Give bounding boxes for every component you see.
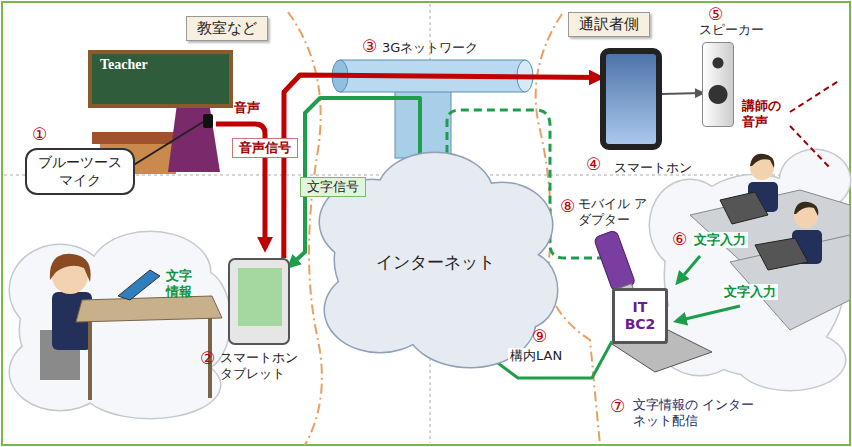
node-label: IT BC2 [622,299,658,334]
callout-number: ⑦ [610,396,625,417]
speaker-device: スピーカー [702,42,734,127]
device-caption: スピーカー [699,22,764,38]
text-label: 3Gネットワーク [382,40,478,56]
region-header: 教室など [186,16,268,41]
callout-number: ⑧ [560,196,575,217]
device-caption: スマートホン [614,160,692,176]
sound-lines [790,80,840,168]
text-label: 講師の 音声 [742,98,786,131]
callout-number: ③ [362,36,377,57]
node-label: ブルーツース マイク [35,154,125,189]
text-label: 音声 [234,100,260,116]
text-label: 文字入力 [692,232,748,248]
callout-number: ⑨ [532,326,547,347]
text-label: 構内LAN [508,348,564,364]
smartphone-device: スマートホン [600,48,662,150]
node-label: 教室など [197,19,257,38]
device-caption: スマートホン タブレット [220,350,308,383]
text-label: 文字入力 [722,284,778,300]
node-label: Teacher [100,56,148,74]
typists [690,154,850,330]
region-header: 通訳者側 [568,12,650,37]
callout-box: ブルーツース マイク [25,148,135,195]
text-label: 音声信号 [232,138,298,158]
student-figure [40,254,222,400]
connector-arrow [662,92,702,95]
input-arrow [678,256,700,282]
callout-number: ② [200,348,215,369]
device-caption: 文字情報の インターネット配信 [633,397,758,430]
callout-number: ④ [586,154,601,175]
laptop-screen: IT BC2文字情報の インターネット配信 [612,288,668,344]
cloud-group [9,149,852,420]
cloud-fill [80,352,220,418]
callout-number: ⑥ [672,229,687,250]
blackboard: Teacher [88,50,233,108]
tablet-device: スマートホン タブレット [228,258,290,345]
input-arrow [677,306,740,321]
callout-leader [132,122,203,166]
text-label: モバイル アダプター [578,196,650,229]
callout-number: ① [32,124,47,145]
edge-label: 文字信号 [300,177,366,197]
node-label: 通訳者側 [579,15,639,34]
node-label: インターネット [310,252,560,273]
cloud-fill [493,252,557,328]
cloud-fill [735,330,845,390]
text-label: 文字 情報 [166,268,194,301]
callout-number: ⑤ [708,4,723,25]
internet-cloud: インターネット [310,140,560,375]
